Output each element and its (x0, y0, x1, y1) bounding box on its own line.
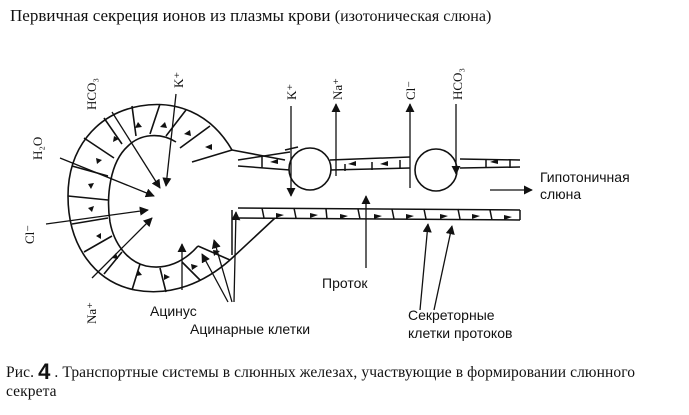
figure-title-main: Первичная секреция ионов из плазмы крови (10, 6, 331, 25)
caption-prefix: Рис. (6, 364, 35, 381)
acinus-inner-wall (107, 134, 199, 268)
figure-title: Первичная секреция ионов из плазмы крови… (10, 6, 689, 26)
duct-label: Проток (322, 275, 368, 291)
figure-title-note: (изотоническая слюна) (334, 8, 492, 25)
secretory-cells-pointer-1 (419, 223, 432, 311)
na-duct-label: Na⁺ (330, 78, 345, 100)
secretory-cells-label-line1: Секреторные (408, 307, 495, 323)
figure-caption: Рис. 4 . Транспортные системы в слюнных … (6, 359, 686, 401)
acinus (67, 103, 286, 293)
hco3-acinus-arrow (111, 111, 161, 189)
duct-ion-arrows (286, 103, 533, 197)
duct-upper-wall-segment-3 (459, 158, 521, 169)
hypotonic-saliva-label-line2: слюна (540, 186, 581, 202)
hypotonic-saliva-label-line1: Гипотоничная (540, 169, 630, 185)
duct (231, 146, 521, 255)
hco3-duct-label: HCO₃ (450, 68, 465, 100)
caption-text: . Транспортные системы в слюнных железах… (6, 364, 636, 400)
acinar-nuclei (88, 122, 220, 280)
acinar-cell-boundaries (67, 103, 233, 293)
cl-acinus-label: Cl⁻ (22, 225, 37, 244)
secretory-cells-label-line2: клетки протоков (408, 325, 512, 341)
caption-figure-number: 4 (38, 359, 51, 384)
k-duct-label: K⁺ (284, 84, 299, 100)
cl-acinus-arrow (45, 206, 149, 225)
k-acinus-arrow (162, 93, 177, 187)
acinar-cells-label: Ацинарные клетки (190, 321, 310, 337)
h2o-acinus-arrow (59, 157, 155, 198)
secretory-cells-pointer-2 (433, 225, 455, 311)
duct-cell-circle-right (414, 148, 458, 192)
acinar-cells-pointer-2 (211, 239, 233, 303)
na-acinus-label: Na⁺ (84, 302, 99, 324)
acinar-cells-pointer-3 (231, 211, 241, 303)
cl-duct-label: Cl⁻ (403, 81, 418, 100)
acinus-duct-junction (229, 149, 286, 261)
duct-nuclei (270, 159, 512, 220)
acinus-ion-arrows (45, 93, 177, 279)
k-acinus-label: K⁺ (171, 72, 186, 88)
duct-upper-wall-segment-1 (237, 151, 291, 171)
duct-upper-wall-segment-2 (329, 156, 411, 171)
h2o-acinus-label: H₂O (30, 137, 45, 160)
hco3-acinus-label: HCO₃ (84, 78, 99, 110)
na-acinus-arrow (91, 217, 153, 279)
acinar-cells-pointer-1 (201, 253, 229, 303)
duct-cell-circle-left (288, 147, 332, 191)
label-pointers (177, 195, 455, 311)
duct-lower-wall (237, 207, 521, 221)
acinus-label: Ацинус (150, 303, 197, 319)
